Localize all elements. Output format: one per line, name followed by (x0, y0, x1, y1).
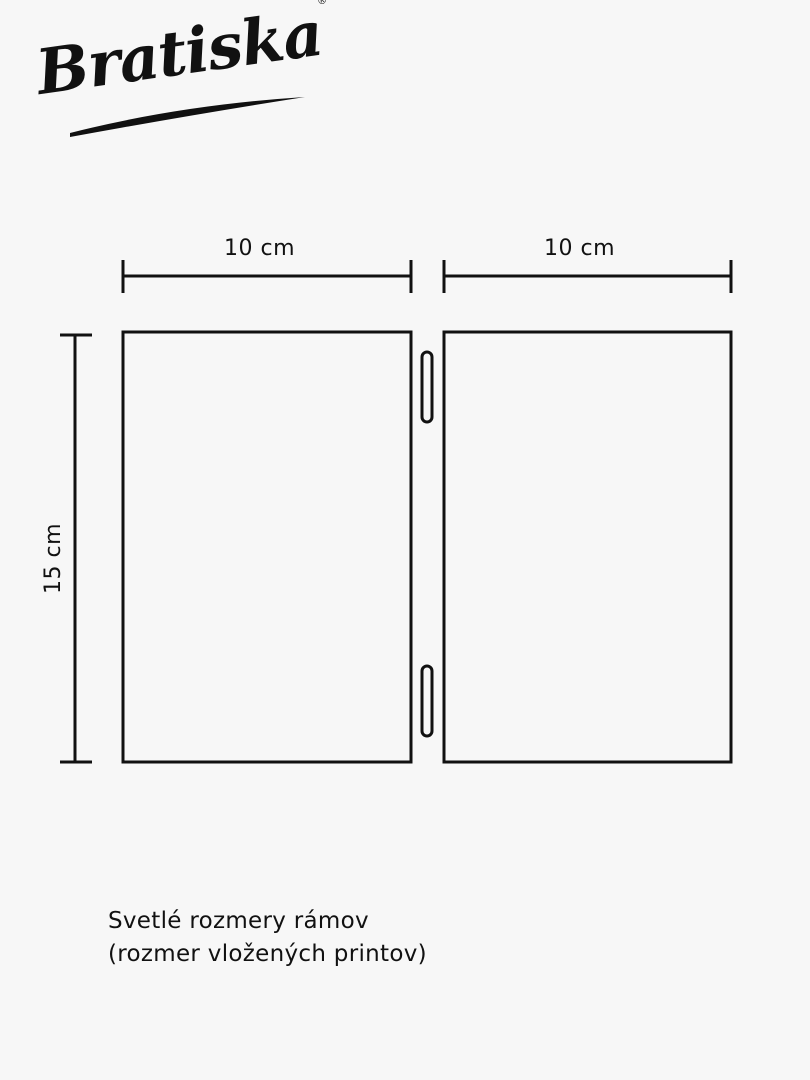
frame-right (442, 330, 733, 764)
hinge-clip-bottom (420, 664, 434, 738)
hinge-clip-top (420, 350, 434, 424)
frame-left (121, 330, 413, 764)
width-label-left: 10 cm (224, 236, 296, 261)
width-dimension-left (121, 260, 413, 293)
caption-line-1: Svetlé rozmery rámov (108, 908, 369, 934)
height-dimension (60, 333, 92, 764)
width-label-right: 10 cm (544, 236, 616, 261)
width-dimension-right (442, 260, 733, 293)
caption-line-2: (rozmer vložených printov) (108, 941, 427, 967)
height-label: 15 cm (41, 522, 67, 595)
caption: Svetlé rozmery rámov (rozmer vložených p… (108, 905, 427, 971)
